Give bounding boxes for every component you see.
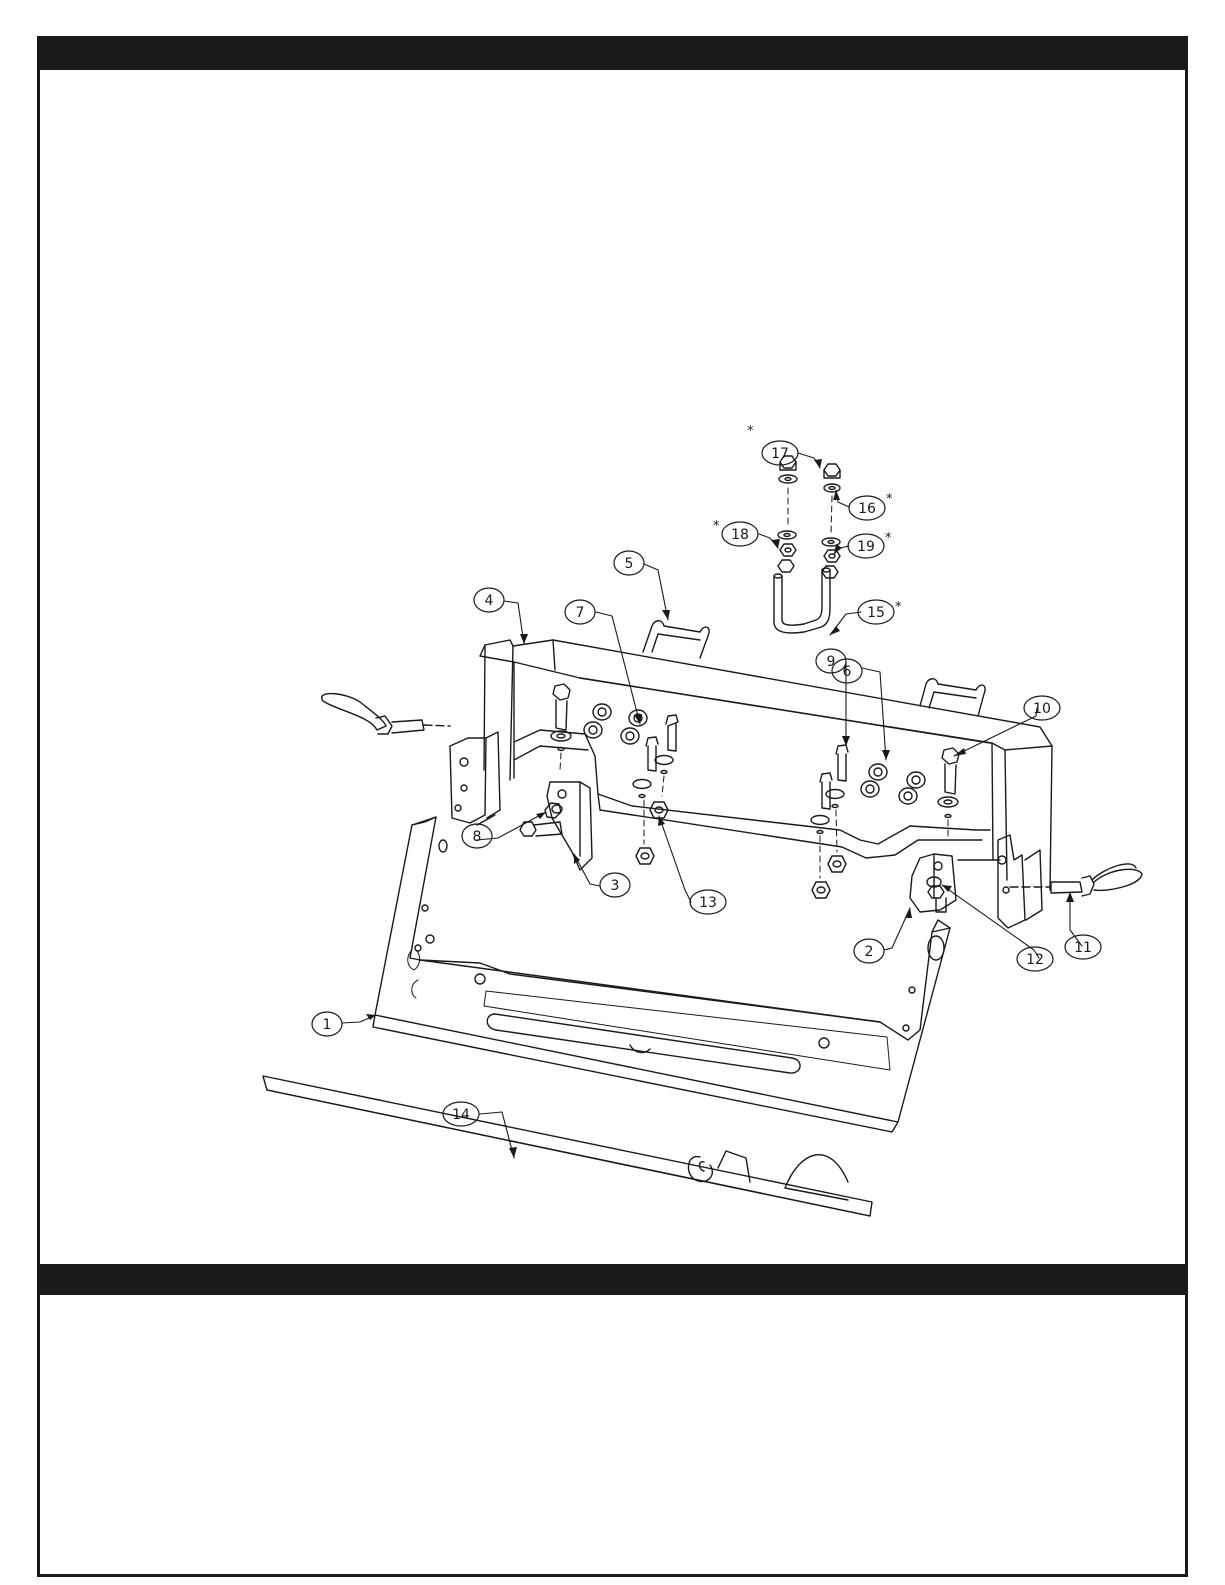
leader-arrowheads	[366, 459, 1074, 1158]
callout-9: 9	[827, 654, 836, 670]
asterisk-17: *	[747, 424, 754, 439]
callout-3: 3	[611, 878, 620, 894]
callout-12: 12	[1026, 952, 1044, 968]
callout-18: 18	[731, 527, 749, 543]
leader-lines	[342, 453, 1082, 1158]
callout-6: 6	[843, 664, 852, 680]
callout-14: 14	[452, 1107, 470, 1123]
asterisk-16: *	[886, 492, 893, 507]
upper-mount-frame-part	[450, 640, 1052, 928]
parts-list-panel	[40, 1295, 1185, 1574]
callout-11: 11	[1074, 940, 1092, 956]
u-bolt-vertical-part	[774, 456, 840, 633]
page-frame: 1 2 3 4 5 6 7 8 9 10 11 12 13 14 15 16 1…	[37, 36, 1188, 1577]
asterisk-18: *	[713, 519, 720, 534]
callout-labels: 1 2 3 4 5 6 7 8 9 10 11 12 13 14 15 16 1…	[323, 446, 1092, 1123]
callout-16: 16	[858, 501, 876, 517]
u-bolt-part	[643, 621, 985, 716]
hitch-pin-right-part	[1010, 864, 1142, 896]
callout-1: 1	[323, 1017, 332, 1033]
header-bar	[40, 39, 1185, 70]
parts-section-bar	[40, 1264, 1185, 1295]
skid-strip-part	[263, 1076, 872, 1216]
callout-circles	[312, 441, 1101, 1126]
callout-15: 15	[867, 605, 885, 621]
exploded-view-diagram: 1 2 3 4 5 6 7 8 9 10 11 12 13 14 15 16 1…	[40, 70, 1185, 1264]
hitch-pin-left-part	[322, 694, 450, 734]
callout-13: 13	[699, 895, 717, 911]
asterisk-15: *	[895, 600, 902, 615]
callout-8: 8	[473, 829, 482, 845]
callout-19: 19	[857, 539, 875, 555]
callout-2: 2	[865, 944, 874, 960]
callout-17: 17	[771, 446, 789, 462]
callout-7: 7	[576, 605, 585, 621]
exploded-diagram-panel: 1 2 3 4 5 6 7 8 9 10 11 12 13 14 15 16 1…	[40, 70, 1185, 1264]
hardware-bolts-washers	[551, 684, 959, 898]
receiver-bracket-left-part	[520, 782, 592, 870]
base-plate-part	[373, 817, 950, 1132]
asterisk-19: *	[885, 531, 892, 546]
callout-4: 4	[485, 593, 494, 609]
callout-5: 5	[625, 556, 634, 572]
callout-10: 10	[1033, 701, 1051, 717]
receiver-bracket-right-part	[910, 854, 956, 912]
